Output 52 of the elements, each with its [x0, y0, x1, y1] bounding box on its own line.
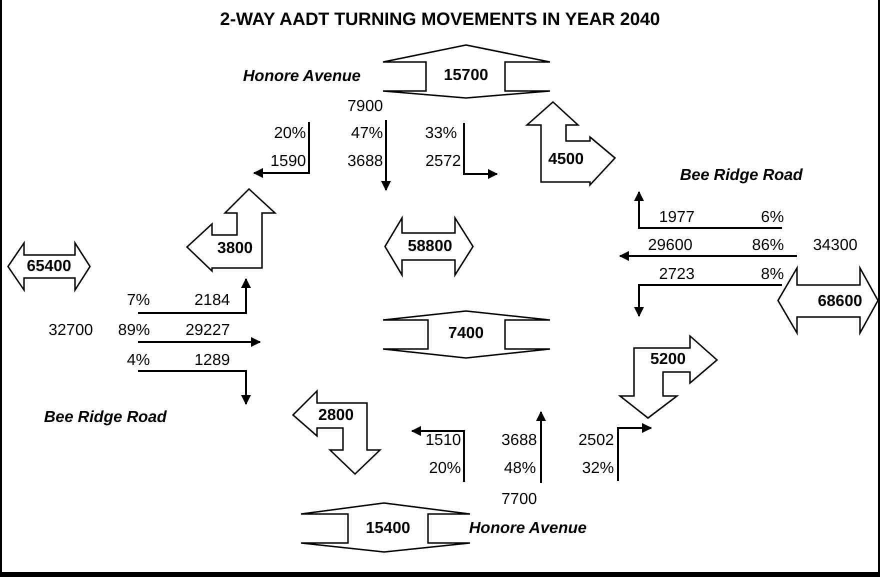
traffic-volume: 1510: [425, 431, 461, 451]
street-name: Bee Ridge Road: [44, 408, 167, 428]
turning-percentage: 6%: [760, 208, 784, 228]
street-name: Honore Avenue: [243, 67, 361, 87]
traffic-volume: 3800: [217, 239, 253, 259]
traffic-volume: 2502: [578, 431, 614, 451]
turning-percentage: 33%: [424, 124, 457, 144]
traffic-volume: 2800: [318, 406, 354, 426]
traffic-volume: 2572: [425, 152, 461, 172]
two-way-flow-symbol: [383, 311, 550, 358]
traffic-volume: 1590: [270, 152, 306, 172]
traffic-volume: 15400: [366, 519, 410, 539]
traffic-volume: 68600: [818, 292, 862, 312]
turning-percentage: 8%: [760, 265, 784, 285]
turning-percentage: 32%: [582, 459, 614, 479]
two-way-flow-symbol: [301, 503, 470, 552]
turning-percentage: 4%: [126, 351, 150, 371]
traffic-volume: 29227: [186, 321, 230, 341]
two-way-flow-symbol: [383, 45, 550, 98]
traffic-volume: 1977: [659, 208, 695, 228]
traffic-volume: 7900: [347, 97, 383, 117]
traffic-volume: 29600: [648, 236, 692, 256]
traffic-volume: 3688: [501, 431, 537, 451]
traffic-volume: 4500: [548, 150, 584, 170]
traffic-volume: 2184: [194, 291, 230, 311]
street-name: Bee Ridge Road: [680, 166, 803, 186]
traffic-volume: 3688: [347, 152, 383, 172]
turn-flow-symbol: [527, 102, 615, 185]
turn-flow-symbol: [187, 189, 275, 271]
traffic-volume: 7700: [501, 490, 537, 510]
traffic-volume: 7400: [448, 324, 484, 344]
traffic-volume: 1289: [194, 351, 230, 371]
traffic-volume: 58800: [408, 237, 452, 257]
traffic-volume: 5200: [650, 350, 686, 370]
traffic-volume: 32700: [48, 321, 93, 341]
traffic-volume: 2723: [659, 265, 695, 285]
turning-percentage: 89%: [118, 321, 150, 341]
two-way-flow-symbol: [385, 218, 473, 275]
traffic-volume: 34300: [813, 236, 858, 256]
two-way-flow-symbol: [8, 243, 90, 290]
turning-percentage: 20%: [274, 124, 306, 144]
diagram-title: 2-WAY AADT TURNING MOVEMENTS IN YEAR 2040: [220, 8, 660, 30]
turning-percentage: 86%: [752, 236, 784, 256]
turning-percentage: 48%: [504, 459, 536, 479]
turning-percentage: 47%: [350, 124, 383, 144]
turning-percentage: 20%: [428, 459, 461, 479]
turning-percentage: 7%: [126, 291, 150, 311]
turn-flow-symbol: [293, 391, 380, 474]
street-name: Honore Avenue: [469, 519, 587, 539]
turn-flow-symbol: [620, 336, 717, 418]
traffic-volume: 65400: [26, 257, 72, 277]
traffic-volume: 15700: [444, 66, 488, 86]
